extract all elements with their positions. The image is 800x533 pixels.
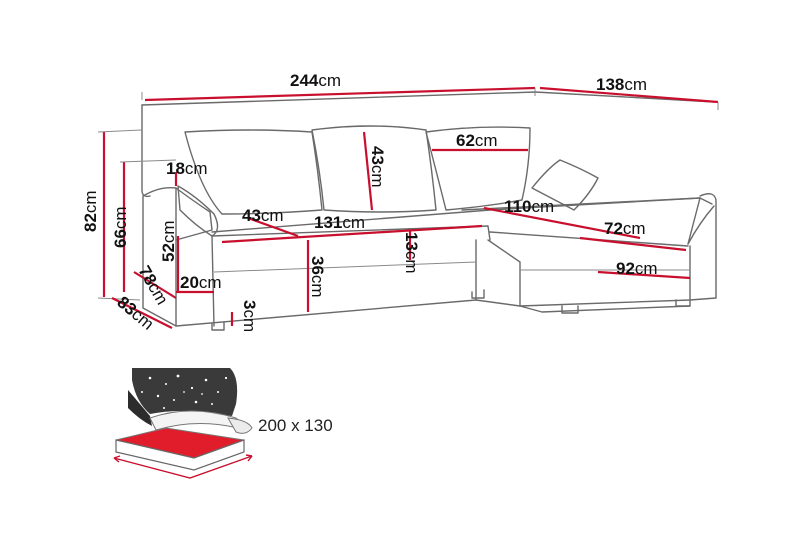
back-cushion-height-label: 43cm [368,146,387,188]
bed-mechanism-icon [113,368,253,479]
seat-width-label: 131cm [314,213,365,232]
sofa-outline [141,91,717,331]
bed-size-label: 200 x 130 [258,416,333,435]
back-cushion-width-label: 62cm [456,131,498,150]
chaise-seat-length-label: 110cm [504,197,554,216]
leg-height-label: 3cm [240,300,259,332]
dimension-lines [97,86,719,329]
dimension-labels: 244cm 138cm 82cm 66cm 18cm 43cm 62cm 43c… [81,71,658,334]
cushion-thickness-label: 13cm [402,232,421,274]
chaise-length-label: 138cm [596,75,647,94]
seat-depth-label: 43cm [242,206,284,225]
chaise-base-width-label: 92cm [616,259,658,278]
armrest-height-label: 66cm [111,206,130,248]
armrest-width-label: 18cm [166,159,208,178]
chaise-seat-width-label: 72cm [604,219,646,238]
base-height-label: 36cm [308,256,327,298]
total-height-label: 82cm [81,190,100,232]
total-width-label: 244cm [290,71,341,90]
arm-base-height-label: 20cm [180,273,222,292]
seat-height-label: 52cm [159,220,178,262]
arm-depth-label: 78cm [135,263,172,309]
